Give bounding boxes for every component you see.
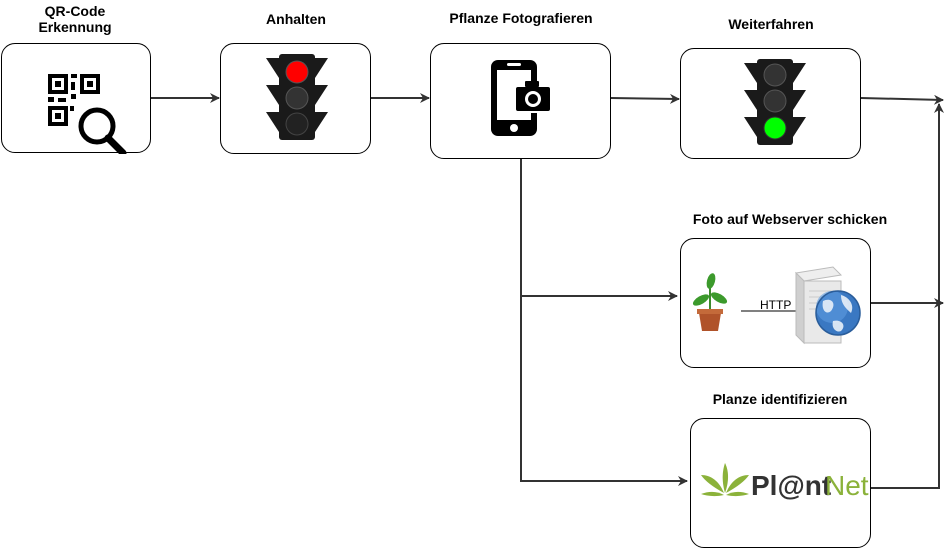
qr-title-line2: Erkennung	[38, 19, 112, 35]
plantnet-logo: Pl@nt Net	[701, 463, 869, 501]
arrow-photo-to-upload	[520, 159, 678, 301]
arrow-continue-out	[860, 94, 944, 105]
plant-to-server-icon: HTTP	[692, 266, 861, 345]
identify-step-title: Planze identifizieren	[712, 391, 848, 407]
qr-title-line1: QR-Code	[44, 3, 106, 19]
stop-step-box	[220, 43, 371, 154]
qr-step-box	[1, 43, 151, 157]
globe-icon	[815, 290, 861, 336]
traffic-light-red-icon	[266, 54, 328, 140]
photo-step-box	[430, 43, 611, 159]
qr-search-icon	[48, 74, 127, 157]
identify-step-box: Pl@nt Net	[690, 418, 871, 548]
upload-step-title: Foto auf Webserver schicken	[692, 211, 888, 227]
qr-step-title: QR-Code Erkennung	[10, 3, 140, 35]
arrow-photo-to-identify	[520, 296, 688, 486]
plantnet-logo-text-a: Pl@nt	[751, 470, 831, 501]
smartphone-camera-icon	[491, 60, 552, 136]
http-label: HTTP	[760, 298, 791, 312]
photo-step-title: Pflanze Fotografieren	[449, 10, 593, 26]
upload-step-box: HTTP	[680, 238, 871, 368]
arrow-identify-out	[871, 103, 944, 489]
plantnet-logo-text-b: Net	[825, 470, 869, 501]
traffic-light-green-icon	[744, 59, 806, 145]
continue-step-box	[680, 48, 861, 159]
plant-icon	[692, 273, 728, 331]
arrow-photo-to-continue	[610, 93, 680, 104]
stop-step-title: Anhalten	[266, 11, 326, 27]
continue-step-title: Weiterfahren	[728, 16, 814, 32]
